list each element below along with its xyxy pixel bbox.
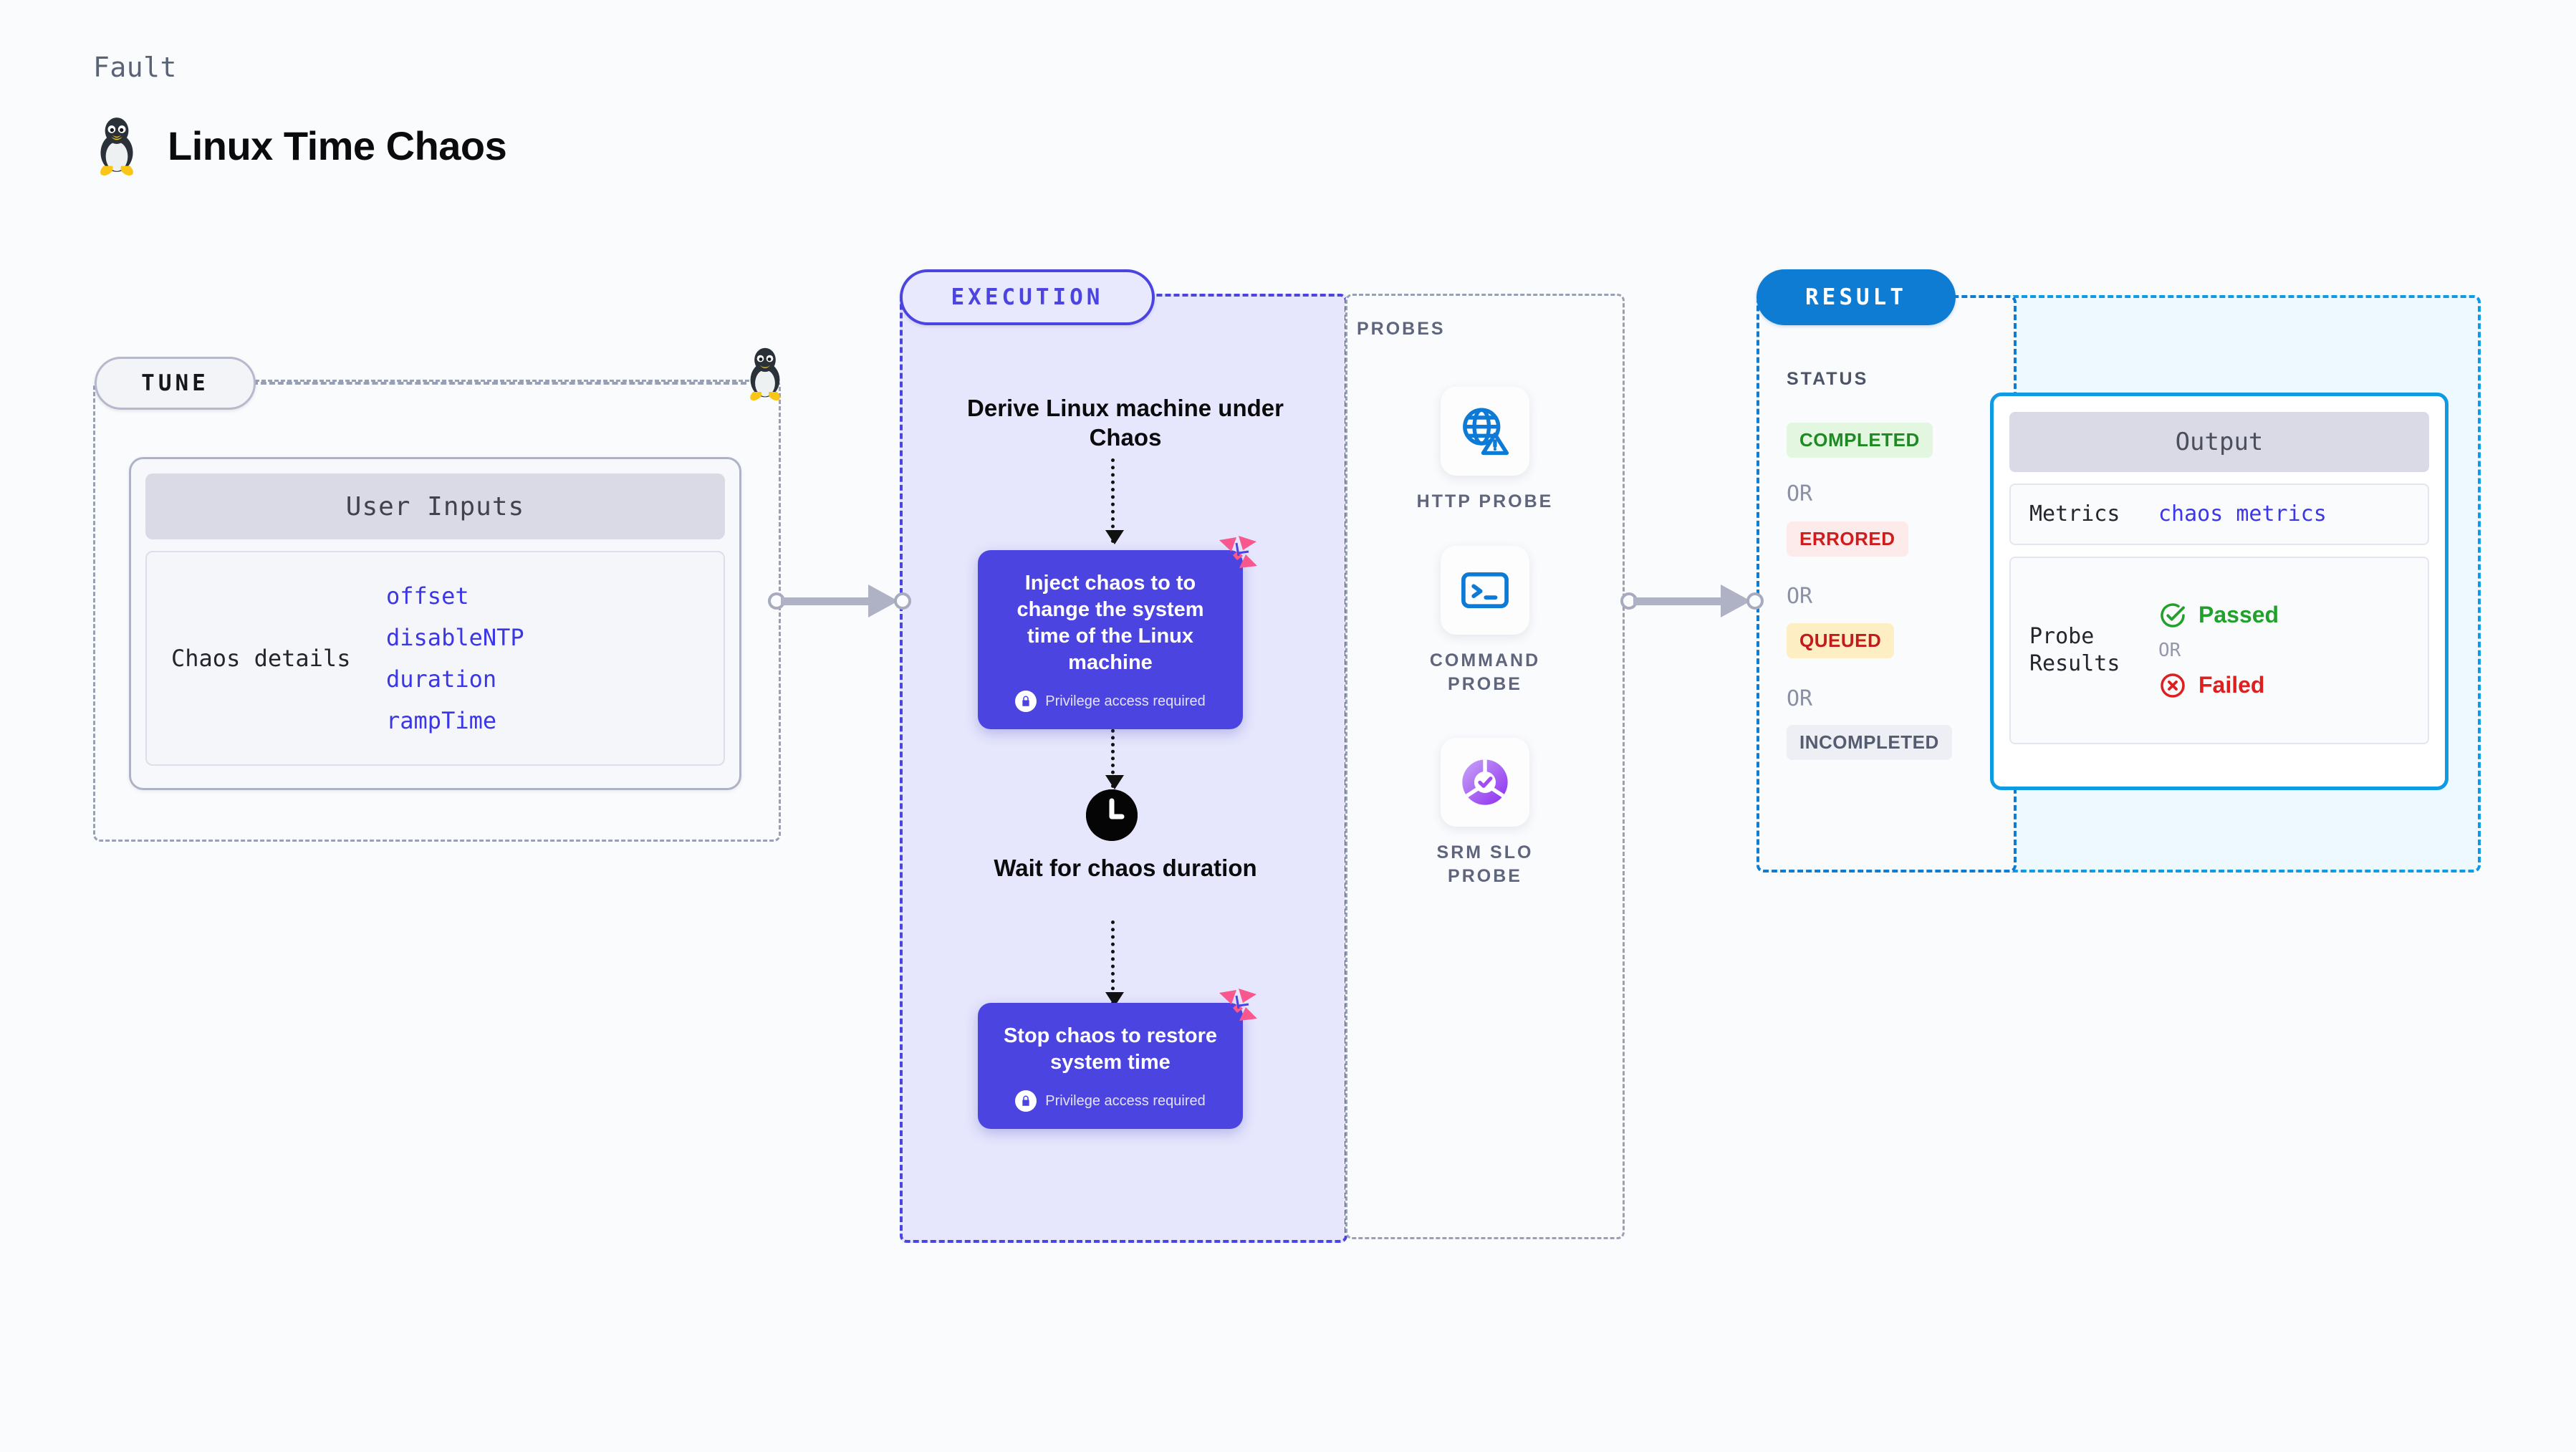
probe-result-passed: Passed xyxy=(2158,601,2279,630)
tune-pill[interactable]: TUNE xyxy=(95,357,256,410)
probe-label-srm-slo: SRM SLO PROBE xyxy=(1436,842,1534,886)
flow-dotted-line xyxy=(1105,688,1124,789)
page-title: Linux Time Chaos xyxy=(168,122,507,168)
clock-icon xyxy=(1086,789,1138,841)
execution-step-inject-box[interactable]: Inject chaos to to change the system tim… xyxy=(978,536,1257,730)
status-badge-queued: QUEUED xyxy=(1787,623,1895,658)
lock-icon xyxy=(1015,691,1037,713)
result-zone xyxy=(1756,295,2017,872)
metrics-label: Metrics xyxy=(2029,501,2120,527)
x-circle-icon xyxy=(2161,673,2185,698)
probe-item-srm-slo[interactable]: SRM SLO PROBE xyxy=(1397,738,1573,888)
param-disablentp[interactable]: disableNTP xyxy=(386,624,524,651)
slo-donut-check-icon xyxy=(1441,738,1529,827)
status-badge-completed: COMPLETED xyxy=(1787,423,1933,458)
probe-result-failed-label: Failed xyxy=(2198,672,2265,698)
probe-results-label: Probe Results xyxy=(2029,624,2120,676)
connector-shaft xyxy=(1633,597,1726,605)
connector-arrow-tune-to-execution xyxy=(768,585,911,617)
litmus-logo-icon xyxy=(1219,536,1257,568)
connector-dot xyxy=(1620,592,1638,610)
chaos-details-label: Chaos details xyxy=(171,645,351,672)
param-ramptime[interactable]: rampTime xyxy=(386,707,497,734)
chaos-details-row: Chaos details offset disableNTP duration… xyxy=(145,551,725,766)
connector-dot xyxy=(894,592,911,610)
probe-results-values: Passed OR Failed xyxy=(2158,601,2279,700)
page-title-row: Linux Time Chaos xyxy=(93,115,507,176)
fault-eyebrow-label: Fault xyxy=(93,52,177,83)
litmus-logo-icon xyxy=(1219,989,1257,1021)
output-card: Output Metrics chaos metrics Probe Resul… xyxy=(1990,393,2448,790)
tune-zone xyxy=(93,380,781,842)
privilege-note: Privilege access required xyxy=(994,1090,1227,1112)
privilege-note: Privilege access required xyxy=(994,691,1227,713)
output-metrics-row: Metrics chaos metrics xyxy=(2009,484,2429,545)
user-inputs-title: User Inputs xyxy=(145,473,725,539)
terminal-icon xyxy=(1441,546,1529,635)
connector-arrowhead xyxy=(868,585,898,617)
probe-result-or-label: OR xyxy=(2158,639,2181,661)
connector-dot xyxy=(1746,592,1764,610)
privilege-note-text: Privilege access required xyxy=(1045,693,1206,709)
probe-result-passed-label: Passed xyxy=(2198,602,2279,628)
tune-top-dashed-connector xyxy=(252,382,746,385)
result-pill[interactable]: RESULT xyxy=(1756,269,1956,325)
execution-pill[interactable]: EXECUTION xyxy=(900,269,1155,325)
status-badge-incompleted: INCOMPLETED xyxy=(1787,725,1952,760)
user-inputs-card: User Inputs Chaos details offset disable… xyxy=(129,457,741,790)
execution-step-derive-label: Derive Linux machine under Chaos xyxy=(967,395,1284,451)
probe-label-command: COMMAND PROBE xyxy=(1429,650,1541,694)
status-section-label: STATUS xyxy=(1787,369,1869,389)
probe-label-http: HTTP PROBE xyxy=(1416,491,1554,511)
connector-arrowhead xyxy=(1721,585,1751,617)
chaos-params-list: offset disableNTP duration rampTime xyxy=(386,582,524,734)
globe-warning-icon xyxy=(1441,387,1529,476)
execution-step-inject-text: Inject chaos to to change the system tim… xyxy=(1017,572,1204,675)
execution-step-wait-label: Wait for chaos duration xyxy=(994,855,1257,881)
metrics-value[interactable]: chaos metrics xyxy=(2158,501,2327,527)
status-or-label: OR xyxy=(1787,686,1813,711)
status-or-label: OR xyxy=(1787,481,1813,506)
output-card-title: Output xyxy=(2009,412,2429,472)
probe-item-http[interactable]: HTTP PROBE xyxy=(1397,387,1573,514)
probe-result-failed: Failed xyxy=(2158,671,2279,700)
param-offset[interactable]: offset xyxy=(386,582,469,610)
tux-linux-icon xyxy=(750,347,780,401)
privilege-note-text: Privilege access required xyxy=(1045,1092,1206,1109)
status-badge-errored: ERRORED xyxy=(1787,521,1908,557)
tux-linux-icon xyxy=(100,117,133,176)
connector-arrow-probes-to-result xyxy=(1620,585,1764,617)
execution-step-stop-box[interactable]: Stop chaos to restore system time Privil… xyxy=(978,989,1257,1130)
probes-section-label: PROBES xyxy=(1357,319,1446,339)
lock-icon xyxy=(1015,1090,1037,1112)
flow-dotted-line xyxy=(1105,920,1124,1006)
status-or-label: OR xyxy=(1787,584,1813,609)
flow-dotted-line xyxy=(1105,458,1124,544)
probe-item-command[interactable]: COMMAND PROBE xyxy=(1397,546,1573,696)
check-circle-icon xyxy=(2161,602,2185,628)
execution-step-stop-text: Stop chaos to restore system time xyxy=(1003,1024,1218,1074)
output-probe-results-row: Probe Results Passed OR Failed xyxy=(2009,556,2429,744)
param-duration[interactable]: duration xyxy=(386,665,497,693)
connector-shaft xyxy=(781,597,874,605)
